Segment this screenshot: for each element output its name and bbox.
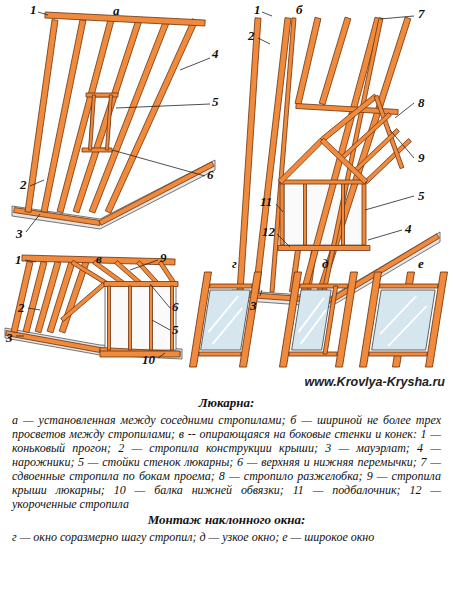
figure-letter: г [232, 256, 237, 271]
beam [137, 261, 159, 285]
glass-glare [298, 298, 323, 332]
beam [89, 19, 170, 213]
beam [362, 182, 366, 245]
beam [45, 12, 205, 26]
callout-number: 5 [172, 322, 179, 337]
beam [355, 129, 400, 172]
roof-windows [189, 272, 447, 367]
beam [86, 93, 118, 97]
beam [374, 95, 404, 168]
callout-number: 5 [418, 188, 425, 203]
callout-number: 9 [418, 150, 425, 165]
watermark: www.Krovlya-Krysha.ru [304, 375, 445, 390]
beam [379, 284, 438, 288]
figure-letter: е [418, 256, 424, 271]
beam [171, 286, 174, 350]
callout-number: 6 [172, 299, 179, 314]
beam [341, 113, 392, 160]
beam [6, 331, 101, 353]
callout-number: 8 [418, 95, 425, 110]
beam [61, 282, 106, 321]
beam [280, 182, 284, 245]
beam [209, 284, 252, 288]
beam [108, 286, 111, 350]
beam [304, 182, 307, 245]
callout-number: 1 [15, 252, 22, 267]
callout-number: 6 [207, 167, 214, 182]
callout-number: 4 [405, 221, 412, 236]
beam [280, 180, 366, 184]
callout-number: 2 [20, 177, 27, 192]
callout-number: 1 [30, 2, 37, 17]
caption-block: Люкарна: а — установленная между соседним… [12, 394, 441, 544]
beam [106, 95, 113, 150]
window-pane [372, 290, 436, 350]
window-pane [292, 290, 332, 350]
callout-number: 2 [248, 28, 255, 43]
beam [342, 182, 345, 245]
beam [299, 284, 348, 288]
beam [104, 282, 178, 287]
beam [278, 246, 370, 251]
beam [41, 19, 86, 212]
figure-letter: а [113, 3, 120, 18]
beam [365, 139, 412, 184]
glass-glare [208, 296, 238, 332]
callout-number: 3 [6, 330, 13, 345]
beam [369, 352, 428, 356]
beam [278, 138, 324, 184]
callout-number: 4 [212, 46, 219, 61]
beam [319, 17, 351, 105]
caption-heading: Монтаж наклонного окна: [12, 513, 441, 527]
beam [317, 17, 411, 293]
beam [105, 19, 197, 213]
glass-glare [213, 308, 243, 344]
glass-glare [380, 296, 416, 334]
callout-number: 10 [142, 352, 155, 367]
leader-lines [16, 12, 414, 358]
glass-glare [301, 310, 326, 344]
glass-glare [388, 306, 426, 346]
callout-number: 3 [16, 226, 23, 241]
callout-number: 9 [160, 250, 167, 265]
beam [150, 286, 153, 350]
callout-number: 11 [260, 194, 272, 209]
caption-text: г — окно соразмерно шагу стропил; д — уз… [12, 530, 441, 544]
beam [270, 18, 296, 292]
beam [89, 95, 96, 150]
caption-title: Люкарна: [12, 396, 441, 410]
beam [199, 352, 242, 356]
callout-number: 3 [250, 298, 257, 313]
beam [129, 286, 132, 350]
beam [295, 17, 321, 104]
figure-letter: д [322, 256, 328, 271]
beam [320, 138, 367, 184]
beam [100, 351, 180, 357]
beam [100, 348, 180, 357]
figure-letter: б [296, 2, 303, 17]
callout-number: 12 [262, 224, 275, 239]
wall-plates [5, 160, 440, 359]
callout-number: 5 [212, 94, 219, 109]
beam [35, 261, 61, 333]
callout-number: 1 [254, 2, 261, 17]
beam [289, 352, 338, 356]
callout-number: 2 [18, 300, 25, 315]
figure-letter: в [96, 251, 102, 266]
callout-number: 7 [418, 6, 425, 21]
window-pane [201, 290, 251, 350]
caption-text: а — установленная между соседними стропи… [12, 413, 441, 511]
